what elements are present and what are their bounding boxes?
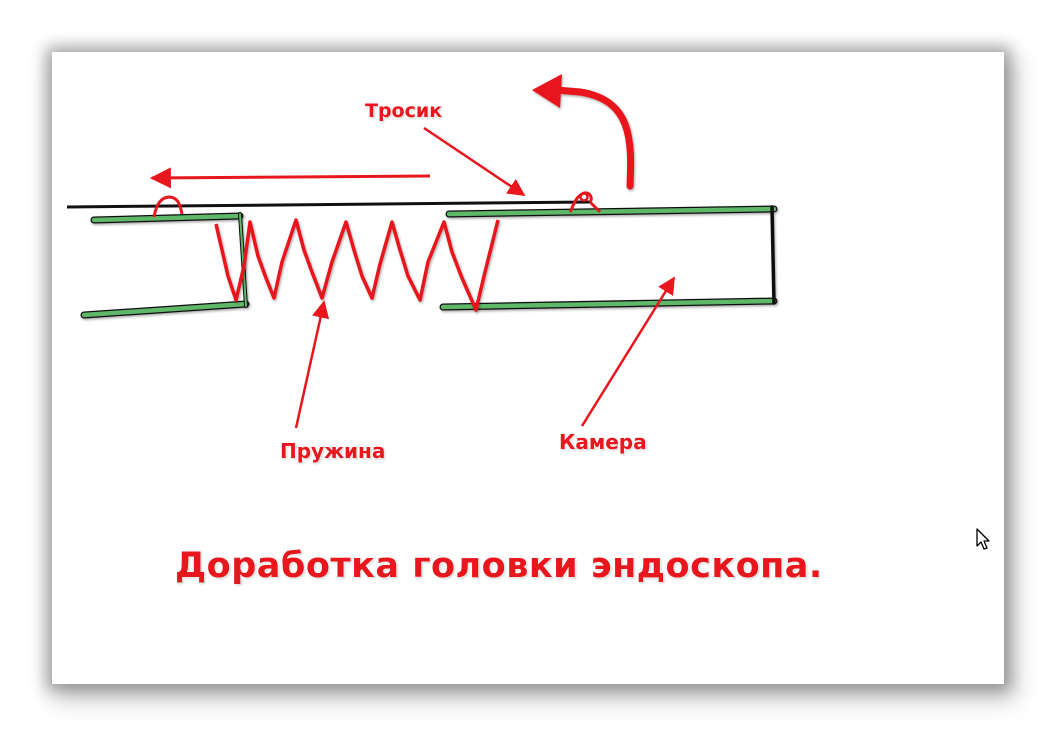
cable-label: Тросик: [365, 100, 443, 122]
camera-pointer: [580, 276, 676, 427]
diagram-sheet: [52, 52, 1004, 684]
spring-coil: [214, 218, 500, 312]
pull-arrow: [149, 167, 431, 189]
camera-label: Камера: [559, 430, 647, 454]
cable-line: [66, 200, 591, 209]
diagram-caption: Доработка головки эндоскопа.: [175, 546, 823, 586]
cable-hook-left: [152, 195, 184, 218]
left-tube: [80, 212, 250, 319]
curved-arrow-icon: [532, 74, 635, 190]
camera-tube: [439, 205, 778, 311]
cable-pointer: [423, 126, 526, 197]
spring-pointer: [294, 300, 330, 429]
spring-label: Пружина: [280, 439, 386, 463]
arrow-pointer-cursor-icon: [976, 528, 990, 550]
cable-knot: [579, 192, 589, 202]
